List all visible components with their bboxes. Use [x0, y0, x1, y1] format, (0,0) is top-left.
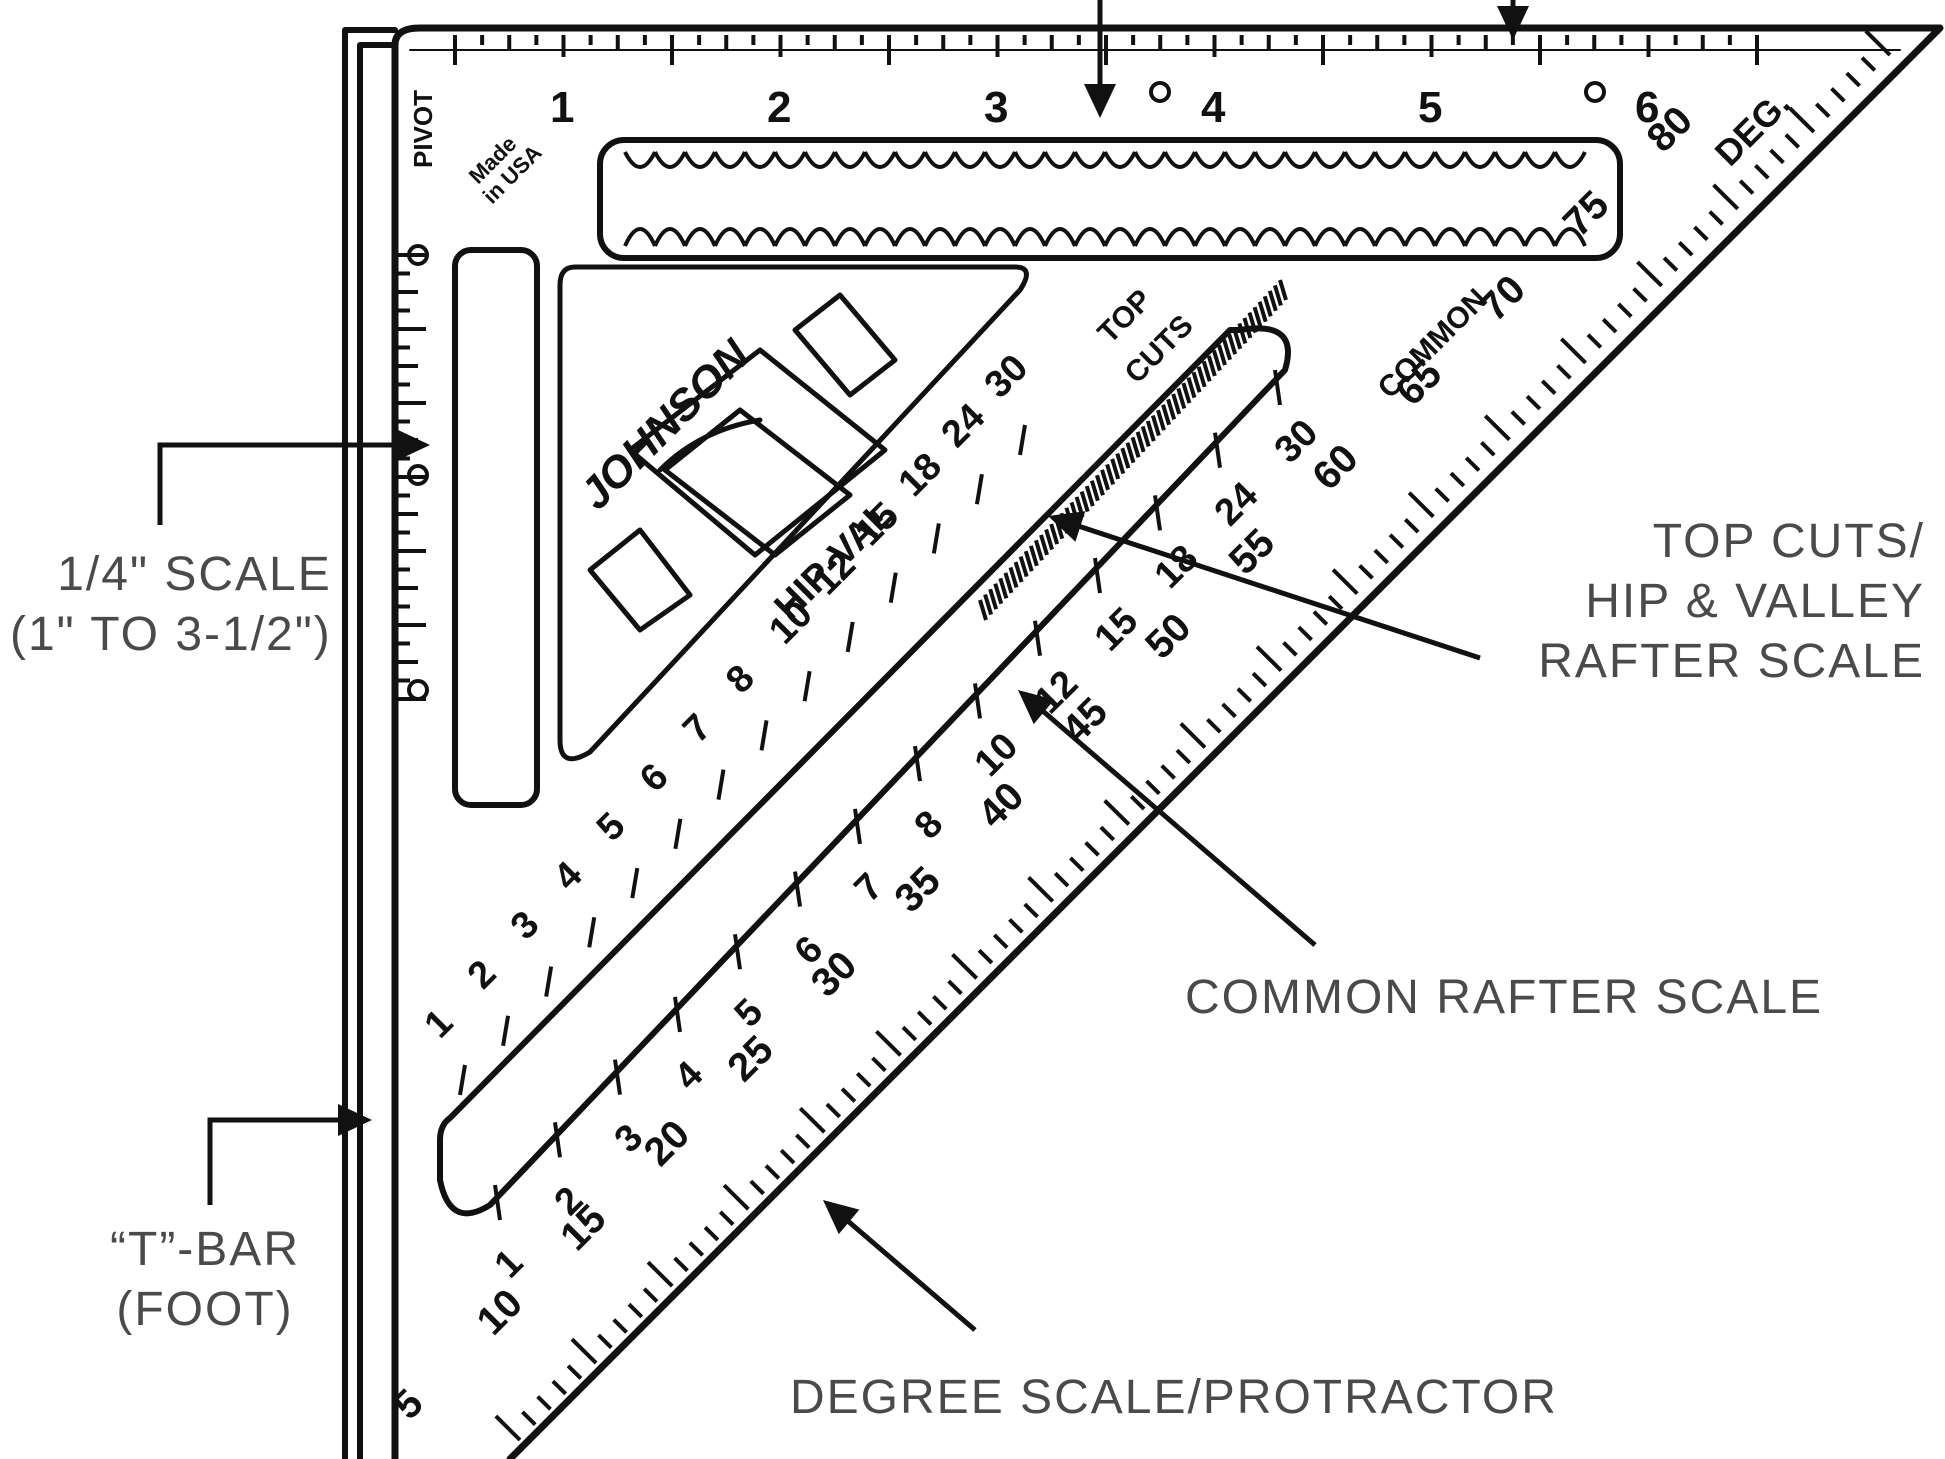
- hip-val-number: 30: [977, 347, 1037, 407]
- degree-number: 10: [469, 1281, 532, 1344]
- pivot-hole-4: [1149, 81, 1171, 103]
- callout-degree-scale: DEGREE SCALE/PROTRACTOR: [790, 1368, 1558, 1428]
- degree-number: 75: [1555, 183, 1618, 246]
- t-bar-foot: [342, 27, 398, 1459]
- hip-val-number: 3: [503, 903, 548, 948]
- top-slot: [597, 137, 1623, 261]
- slot-teeth: [623, 151, 1587, 247]
- top-ruler-number: 3: [984, 83, 1008, 132]
- common-number: 1: [487, 1242, 532, 1287]
- top-ruler-number: 2: [767, 83, 791, 132]
- top-ruler-number: 4: [1201, 83, 1226, 132]
- callout-common-rafter-text: COMMON RAFTER SCALE: [1185, 971, 1824, 1024]
- pivot-hole-c: [407, 679, 429, 701]
- scale-ticks: [398, 29, 1892, 1442]
- callout-quarter-scale-line2: (1" TO 3-1/2"): [10, 608, 332, 661]
- diagonal-slot: [437, 325, 1291, 1217]
- hip-val-number: 7: [675, 706, 720, 751]
- callout-top-cuts-line3: RAFTER SCALE: [1538, 635, 1925, 688]
- common-number: 7: [847, 866, 892, 911]
- level-vial: [587, 292, 898, 633]
- degree-number: 40: [970, 774, 1033, 837]
- hip-val-number: 2: [460, 952, 505, 997]
- common-number: 5: [727, 991, 772, 1036]
- deg-label: DEG.: [1707, 82, 1798, 173]
- common-number: 18: [1147, 537, 1207, 597]
- common-number: 15: [1087, 600, 1147, 660]
- callout-top-cuts-line1: TOP CUTS/: [1652, 515, 1925, 568]
- degree-number: 50: [1137, 605, 1200, 668]
- callout-degree-scale-text: DEGREE SCALE/PROTRACTOR: [790, 1371, 1558, 1424]
- common-number: 4: [667, 1054, 712, 1099]
- callout-quarter-scale: 1/4" SCALE (1" TO 3-1/2"): [10, 545, 332, 665]
- common-number: 10: [967, 725, 1027, 785]
- callout-arrows: [157, 0, 1529, 1332]
- top-ruler-number: 1: [550, 83, 574, 132]
- degree-number: 35: [886, 858, 949, 921]
- callout-t-bar-line2: (FOOT): [116, 1283, 294, 1336]
- callout-t-bar: “T”-BAR (FOOT): [85, 1220, 325, 1340]
- degree-number: 25: [719, 1027, 782, 1090]
- hip-val-number: 8: [718, 657, 763, 702]
- triangle-outline: [391, 24, 1944, 1459]
- degree-number: 70: [1471, 267, 1534, 330]
- pivot-label: PIVOT: [408, 90, 438, 168]
- hip-val-number: 6: [632, 756, 677, 801]
- callout-top-cuts-line2: HIP & VALLEY: [1585, 575, 1925, 628]
- callout-quarter-scale-line1: 1/4" SCALE: [57, 548, 332, 601]
- callout-top-cuts: TOP CUTS/ HIP & VALLEY RAFTER SCALE: [1500, 512, 1925, 692]
- left-slot: [452, 247, 540, 808]
- top-ruler-number: 5: [1418, 83, 1442, 132]
- hip-val-number: 18: [891, 445, 951, 505]
- callout-common-rafter: COMMON RAFTER SCALE: [1185, 968, 1823, 1028]
- common-number: 24: [1207, 474, 1267, 534]
- callout-t-bar-line1: “T”-BAR: [110, 1223, 300, 1276]
- hip-val-number: 5: [589, 805, 634, 850]
- common-number: 8: [907, 803, 952, 848]
- top-ruler-number: 6: [1635, 83, 1659, 132]
- pivot-hole-5: [1584, 81, 1606, 103]
- inner-triangle: [557, 264, 1029, 762]
- hip-val-number: 4: [546, 854, 591, 899]
- hip-val-number: 24: [934, 396, 994, 456]
- hip-val-number: 1: [417, 1002, 462, 1047]
